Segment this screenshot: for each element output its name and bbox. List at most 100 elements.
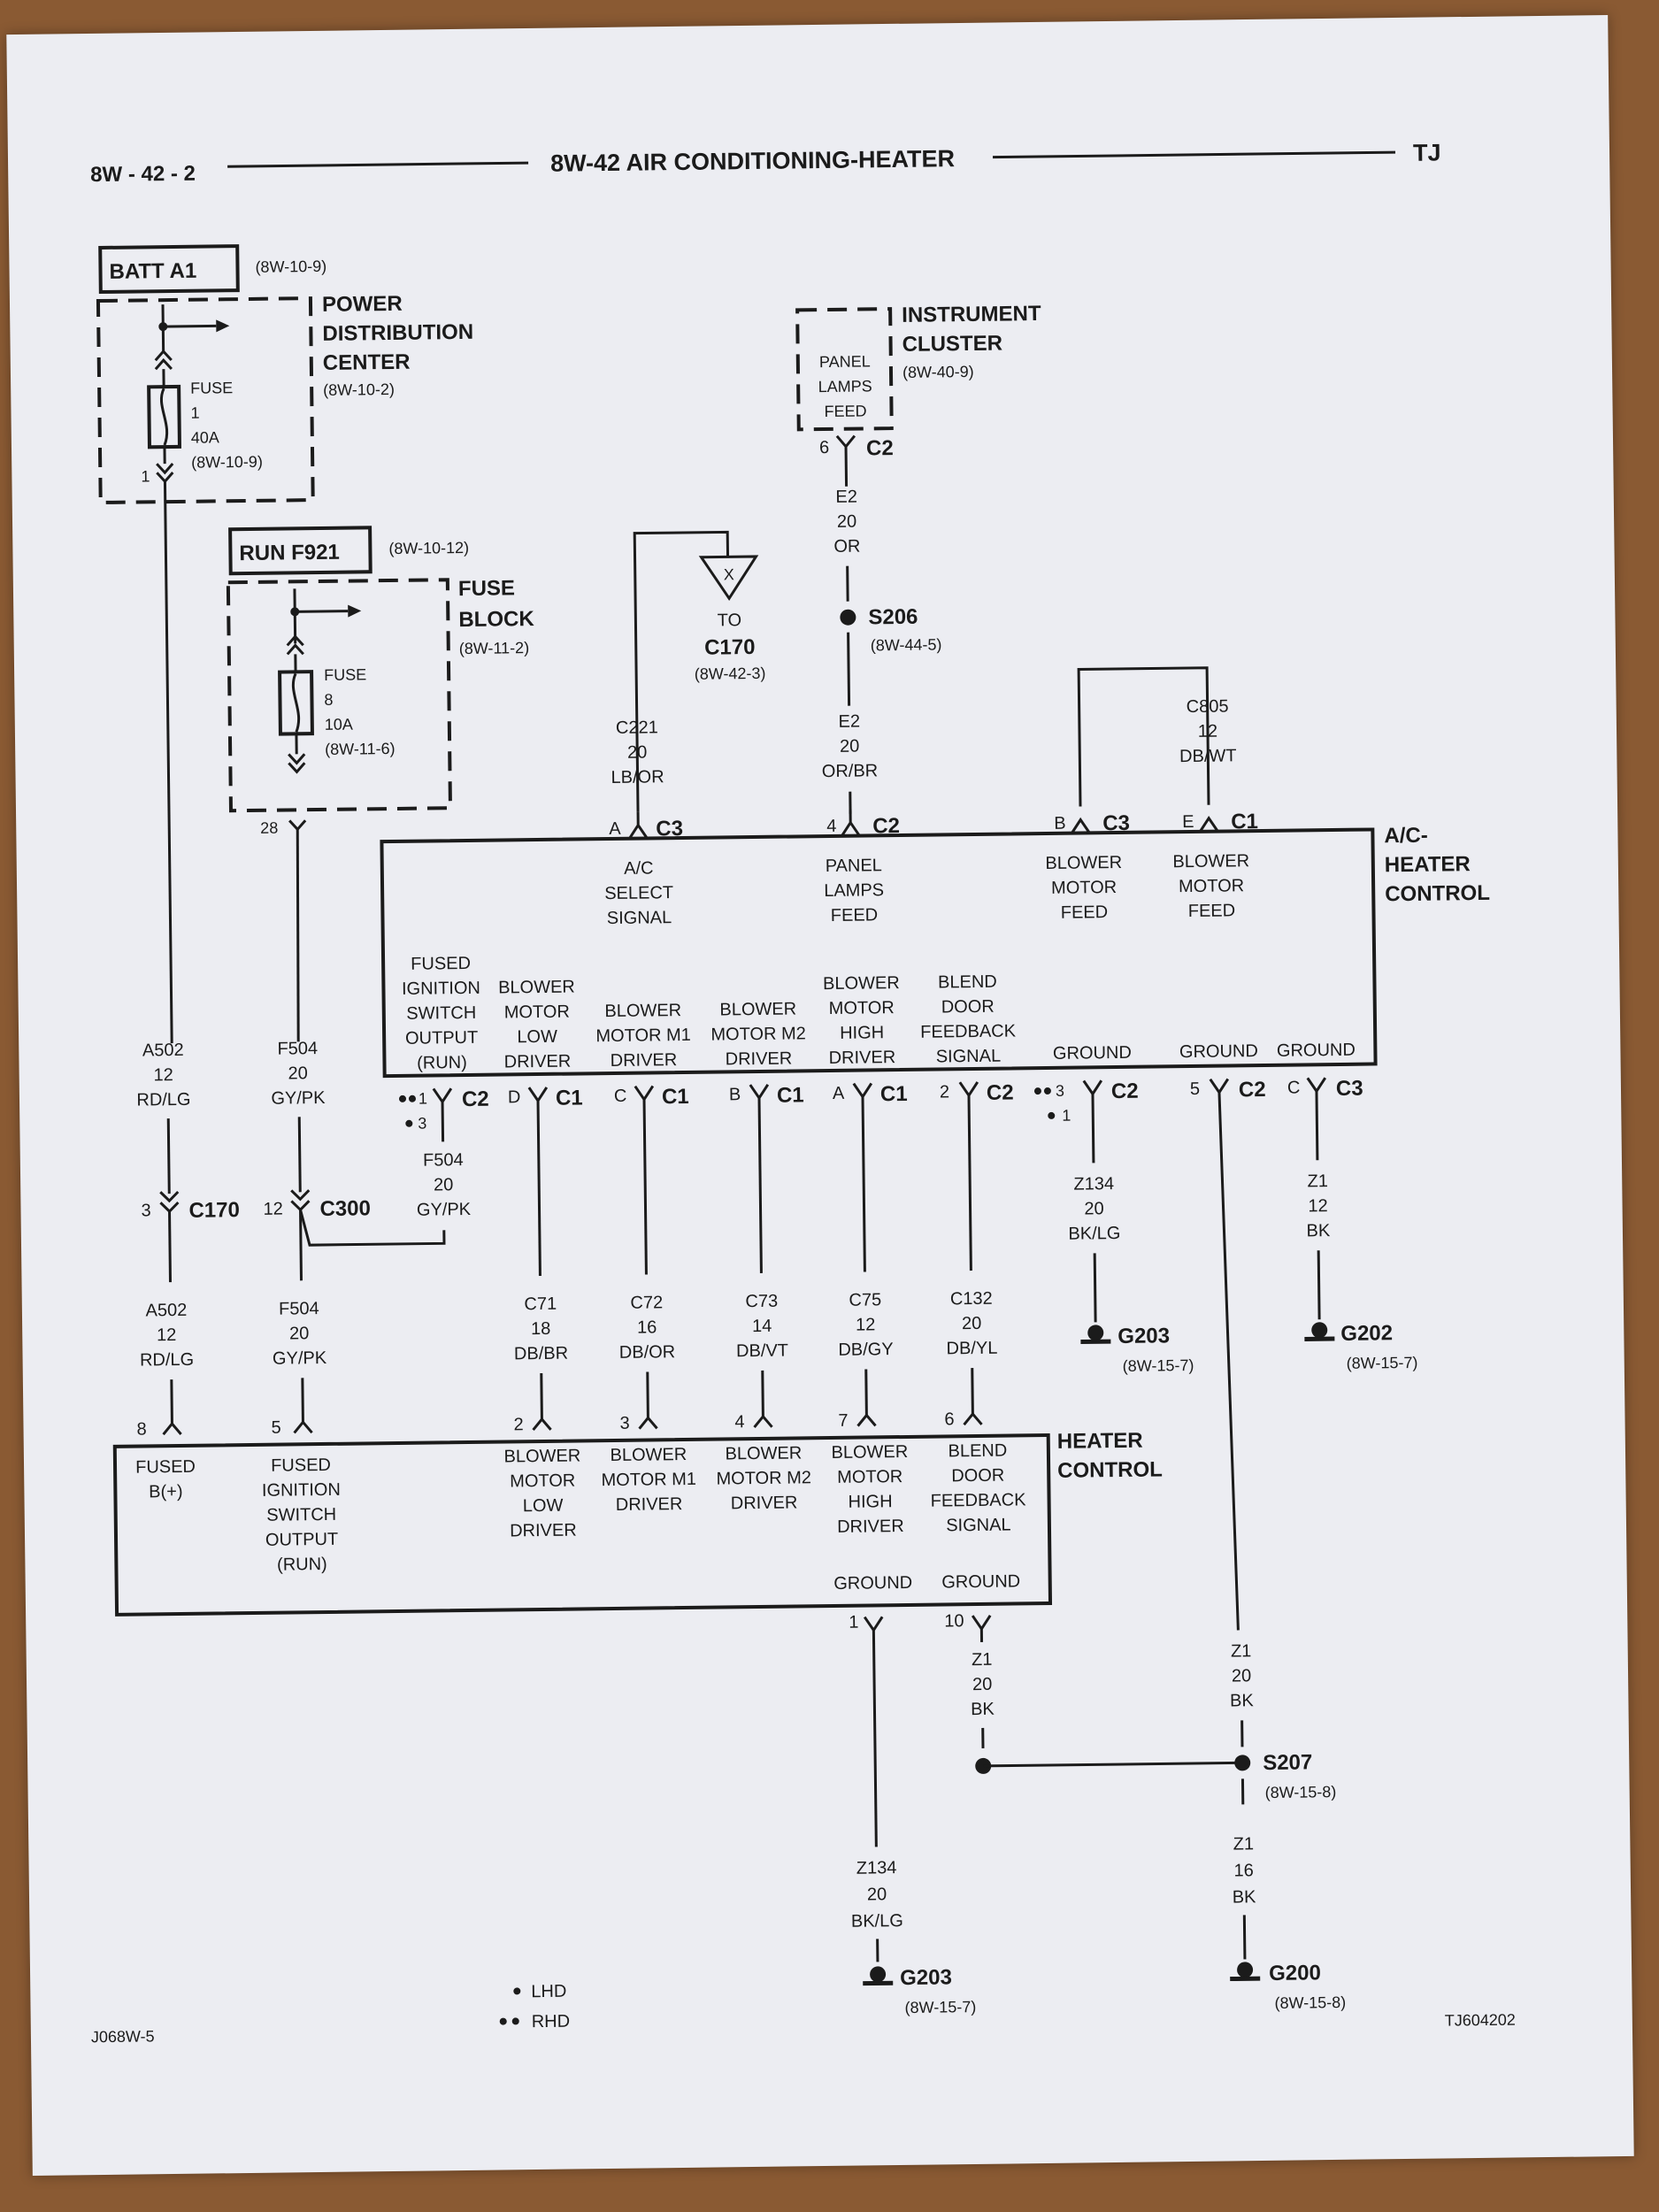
ac-name-2: HEATER bbox=[1385, 852, 1471, 877]
f504-jmp-l2: 20 bbox=[434, 1175, 454, 1194]
rhd-dot-c bbox=[1033, 1087, 1041, 1095]
fuse-block-ref: (8W-11-2) bbox=[459, 639, 530, 657]
a502-wire-low bbox=[168, 1211, 172, 1283]
ac-bot-pin-2: 2 bbox=[940, 1082, 949, 1102]
ac-bot-conn-b: C1 bbox=[777, 1083, 804, 1107]
ac-bot-pin-1-alt: 3 bbox=[418, 1115, 426, 1133]
heater-label-4-3: DRIVER bbox=[616, 1494, 683, 1515]
ac-top-label-4-2: LAMPS bbox=[824, 880, 884, 901]
rhd-dot-a bbox=[398, 1094, 406, 1102]
ac-bot-conn-2: C2 bbox=[987, 1080, 1014, 1104]
run-f921-ref: (8W-10-12) bbox=[388, 539, 469, 557]
c170-pin: 3 bbox=[141, 1201, 150, 1220]
ac-bot-conn-d: C1 bbox=[556, 1086, 583, 1110]
fb-bus-arrow bbox=[295, 610, 349, 613]
c72-l3: DB/OR bbox=[619, 1342, 676, 1363]
heater-control-box bbox=[112, 1432, 1053, 1617]
ac-top-label-a-3: SIGNAL bbox=[607, 908, 672, 928]
heater-pin6-connector bbox=[963, 1411, 983, 1426]
ac-bot-pin-c3-connector bbox=[1306, 1077, 1327, 1094]
ac-top-pin-b: B bbox=[1054, 814, 1066, 833]
ac-top-conn-4: C2 bbox=[872, 814, 900, 838]
fb-pin: 28 bbox=[260, 819, 278, 837]
g200-label: G200 bbox=[1269, 1961, 1321, 1985]
e2-bot-l1: E2 bbox=[838, 712, 860, 732]
a502-top-l1: A502 bbox=[142, 1041, 184, 1061]
f504-wire-mid bbox=[297, 1117, 302, 1193]
ac-top-pin-4-connector bbox=[841, 809, 861, 837]
g203b-label: G203 bbox=[900, 1965, 952, 1990]
ac-bot-pin-b: B bbox=[729, 1085, 741, 1104]
f504-wire-low bbox=[299, 1210, 303, 1281]
f504-wire-top bbox=[296, 829, 300, 1042]
heater-label-5-2: MOTOR M2 bbox=[716, 1468, 811, 1488]
footer-right-code: TJ604202 bbox=[1445, 2011, 1516, 2030]
g203a-label: G203 bbox=[1118, 1324, 1170, 1348]
s206-label: S206 bbox=[868, 605, 918, 630]
z1-20a-l3: BK bbox=[971, 1700, 995, 1719]
z134-top-wire-low bbox=[1093, 1253, 1097, 1323]
c71-wire-top bbox=[536, 1101, 541, 1277]
ac-top-pin-a-connector bbox=[628, 811, 649, 840]
ac-bot-label-5-3: HIGH bbox=[840, 1023, 884, 1043]
ac-bot-pin-b-connector bbox=[749, 1084, 770, 1101]
c221-l2: 20 bbox=[627, 742, 648, 762]
c71-l1: C71 bbox=[524, 1294, 557, 1314]
f504-jumper bbox=[299, 1209, 446, 1247]
cluster-name-2: CLUSTER bbox=[902, 332, 1002, 357]
ac-bot-conn-1: C2 bbox=[462, 1087, 489, 1111]
pdc-name-1: POWER bbox=[322, 292, 403, 317]
ac-top-label-4-3: FEED bbox=[831, 905, 879, 926]
z1-12-l3: BK bbox=[1306, 1221, 1331, 1240]
ac-bot-label-1-5: (RUN) bbox=[417, 1053, 467, 1073]
ac-bot-conn-a: C1 bbox=[880, 1082, 908, 1106]
page-number: 8W - 42 - 2 bbox=[90, 162, 196, 187]
e2-bot-l2: 20 bbox=[840, 737, 860, 757]
e2-top-l2: 20 bbox=[837, 512, 857, 532]
heater-pin5-connector bbox=[293, 1419, 313, 1434]
heater-name-2: CONTROL bbox=[1057, 1457, 1163, 1482]
ac-bot-conn-5: C2 bbox=[1239, 1078, 1266, 1102]
z1-20b-l3: BK bbox=[1230, 1691, 1255, 1710]
c132-l2: 20 bbox=[962, 1314, 982, 1333]
ac-top-label-e-1: BLOWER bbox=[1172, 851, 1249, 872]
heater-bot-pin10-connector bbox=[971, 1615, 992, 1632]
g203a-ground-symbol bbox=[1087, 1325, 1104, 1341]
run-f921-label: RUN F921 bbox=[239, 541, 340, 565]
ac-bot-pin-1-connector bbox=[432, 1087, 453, 1142]
ac-bot-label-ground-3: GROUND bbox=[1277, 1041, 1356, 1061]
z1-16-l2: 16 bbox=[1233, 1861, 1254, 1880]
ac-bot-pin-c3: C bbox=[1287, 1078, 1301, 1097]
to-c170-conn: C170 bbox=[704, 635, 756, 660]
heater-label-2-3: SWITCH bbox=[266, 1505, 336, 1525]
pdc-fuse-link bbox=[159, 388, 169, 446]
e2-wire-top bbox=[844, 446, 849, 487]
z1-16-l1: Z1 bbox=[1233, 1834, 1255, 1854]
ac-bot-label-1-2: IGNITION bbox=[402, 979, 480, 999]
f504-bot-l3: GY/PK bbox=[273, 1348, 327, 1369]
ac-bot-pin-3-alt: 1 bbox=[1062, 1107, 1071, 1125]
cluster-conn: C2 bbox=[866, 436, 894, 460]
to-c170-triangle bbox=[698, 555, 759, 602]
heater-label-2-5: (RUN) bbox=[277, 1555, 327, 1575]
g202-label: G202 bbox=[1340, 1321, 1393, 1346]
ac-bot-label-3-2: MOTOR M1 bbox=[595, 1025, 691, 1046]
ac-bot-label-4-1: BLOWER bbox=[719, 999, 796, 1019]
to-c170-to: TO bbox=[718, 611, 742, 630]
fuse-block-name-1: FUSE bbox=[458, 576, 515, 601]
c72-l1: C72 bbox=[630, 1293, 663, 1312]
legend-rhd-dot-2 bbox=[511, 2017, 519, 2025]
ac-bot-pin-3-connector bbox=[1082, 1079, 1103, 1097]
heater-pin-5: 5 bbox=[271, 1418, 280, 1438]
ac-top-label-b-3: FEED bbox=[1061, 902, 1109, 923]
heater-label-1-1: FUSED bbox=[135, 1457, 196, 1478]
c75-l3: DB/GY bbox=[838, 1340, 894, 1360]
ac-bot-label-6-1: BLEND bbox=[938, 972, 997, 993]
pdc-fuse-top-pin bbox=[154, 349, 173, 371]
cluster-outline bbox=[795, 307, 894, 432]
z1-20b-l1: Z1 bbox=[1231, 1641, 1252, 1661]
ac-bot-label-2-2: MOTOR bbox=[504, 1002, 570, 1023]
heater-label-3-4: DRIVER bbox=[510, 1521, 577, 1541]
z1-20a-l1: Z1 bbox=[972, 1650, 993, 1670]
